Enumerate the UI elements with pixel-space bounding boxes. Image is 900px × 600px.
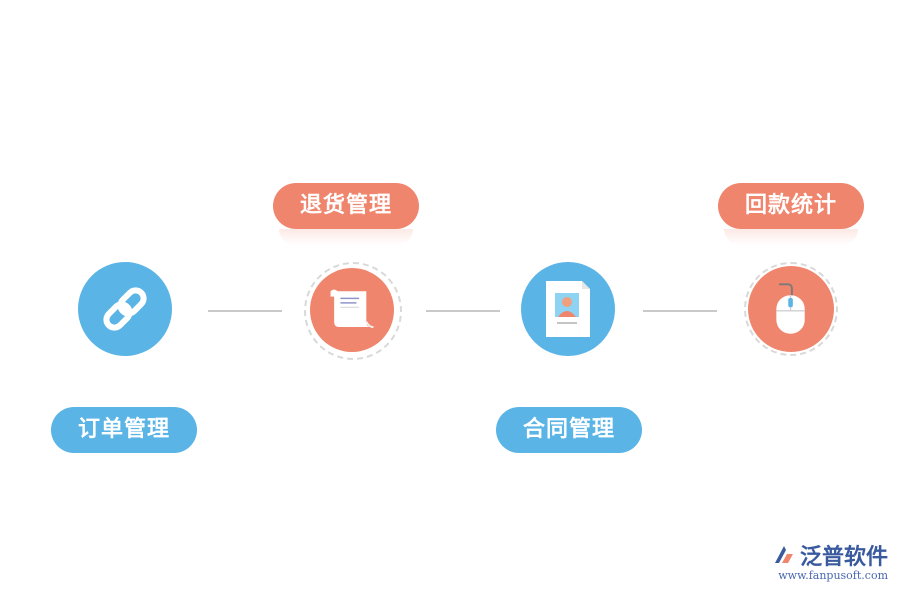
link-icon: [103, 287, 147, 331]
step-payment-circle: [748, 266, 834, 352]
brand-url: www.fanpusoft.com: [778, 569, 888, 582]
connector-2: [426, 310, 500, 312]
brand-name: 泛普软件: [799, 545, 888, 570]
label-order: 订单管理: [51, 407, 197, 453]
label-payment-reflection: [724, 229, 858, 245]
step-order-circle: [78, 262, 172, 356]
connector-1: [208, 310, 282, 312]
step-return-circle: [310, 268, 394, 352]
step-payment-ring: [744, 262, 838, 356]
scroll-document-icon: [330, 289, 374, 328]
brand-logo-icon: [774, 546, 793, 563]
mouse-icon: [776, 283, 805, 334]
label-return: 退货管理: [273, 183, 419, 229]
label-payment: 回款统计: [718, 183, 864, 229]
label-return-reflection: [279, 229, 413, 245]
brand-logo: 泛普软件 www.fanpusoft.com: [772, 539, 888, 582]
contract-profile-icon: [546, 281, 590, 337]
step-return-ring: [304, 262, 402, 360]
step-contract-circle: [521, 262, 615, 356]
label-contract: 合同管理: [496, 407, 642, 453]
connector-3: [643, 310, 717, 312]
